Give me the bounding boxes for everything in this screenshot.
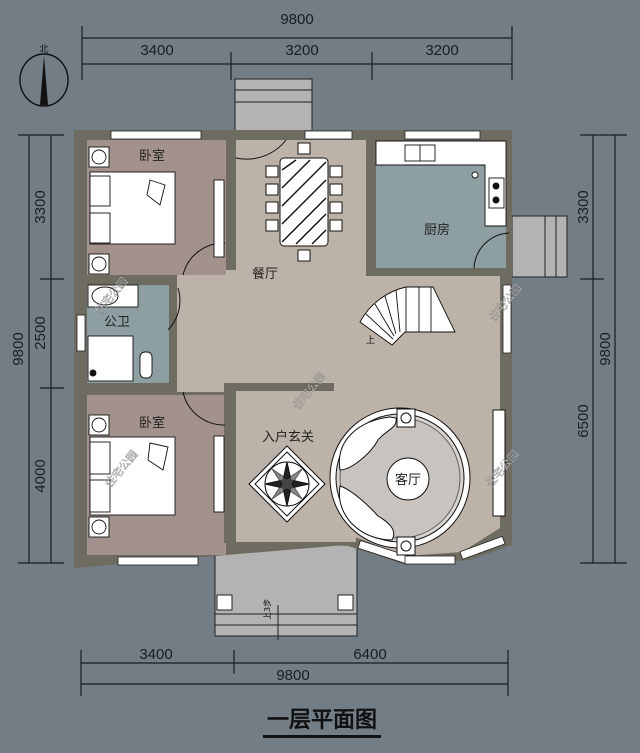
dimension-top — [81, 26, 513, 80]
foyer-medallion — [248, 445, 326, 523]
staircase — [359, 286, 456, 346]
dining-table — [265, 142, 343, 262]
stair-up-label: 上 — [366, 335, 375, 346]
north-arrow-icon — [19, 53, 69, 107]
dim-bottom-seg-1: 3400 — [139, 646, 172, 663]
bedroom-top-furniture — [88, 146, 225, 275]
rear-porch — [234, 78, 313, 137]
dim-top-total: 9800 — [280, 11, 313, 28]
dimension-right — [580, 134, 627, 564]
dim-right-seg-2: 6500 — [575, 404, 592, 437]
room-label-bedroom-bottom: 卧室 — [139, 415, 165, 431]
bedroom-bottom-furniture — [88, 414, 225, 538]
kitchen-counters — [375, 140, 507, 227]
dim-right-seg-1: 3300 — [575, 190, 592, 223]
room-label-dining: 餐厅 — [252, 266, 278, 282]
room-label-bathroom: 公卫 — [104, 315, 130, 330]
dim-bottom-total: 9800 — [276, 667, 309, 684]
dim-top-seg-1: 3400 — [140, 42, 173, 59]
drawing-title: 一层平面图 — [267, 708, 377, 733]
dim-bottom-seg-2: 6400 — [353, 646, 386, 663]
windows — [76, 130, 512, 566]
entry-steps-label: 上3步 — [263, 599, 272, 620]
dimension-left — [18, 134, 64, 564]
north-label: 北 — [39, 44, 48, 55]
room-label-living: 客厅 — [395, 472, 421, 488]
dim-left-total: 9800 — [10, 332, 27, 365]
title-underline — [263, 735, 381, 738]
front-porch — [214, 544, 358, 637]
bathroom-fixtures — [87, 284, 153, 382]
dim-top-seg-3: 3200 — [425, 42, 458, 59]
room-label-kitchen: 厨房 — [424, 222, 450, 238]
kitchen-steps — [511, 215, 568, 278]
dim-left-seg-3: 4000 — [32, 459, 49, 492]
dimension-bottom — [80, 650, 509, 696]
dim-right-total: 9800 — [597, 332, 614, 365]
dim-left-seg-2: 2500 — [32, 316, 49, 349]
dim-top-seg-2: 3200 — [285, 42, 318, 59]
room-label-foyer: 入户玄关 — [262, 429, 314, 445]
living-room-sofa-set — [329, 407, 506, 556]
room-label-bedroom-top: 卧室 — [139, 148, 165, 164]
dim-left-seg-1: 3300 — [32, 190, 49, 223]
